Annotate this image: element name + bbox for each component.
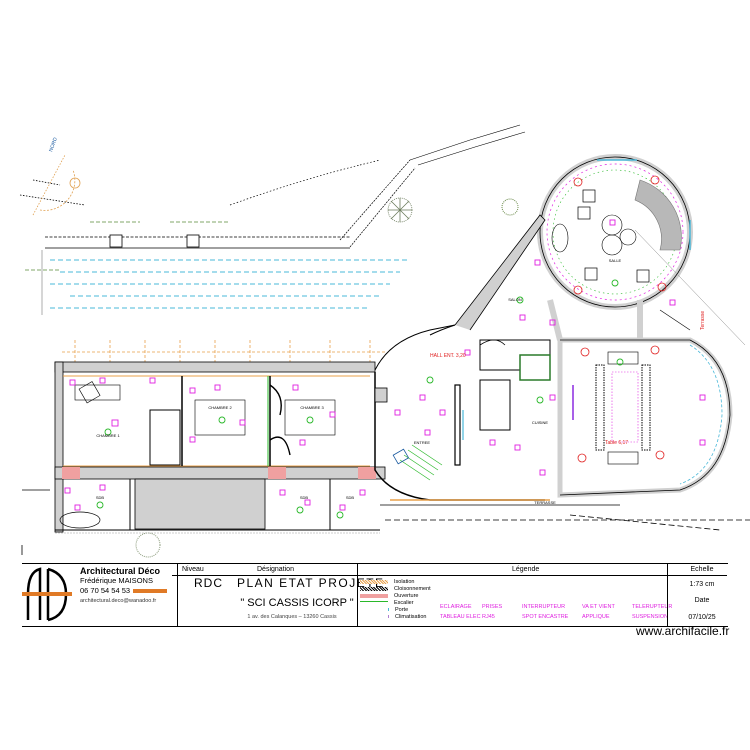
center-entry (374, 324, 750, 531)
room-label-salle: SALLE (608, 258, 622, 263)
room-label-entree: ENTREE (413, 440, 431, 445)
annotation-terrasse: Terrasse (700, 310, 706, 330)
designation-header: Désignation (257, 566, 294, 573)
legend-suspension: SUSPENSION (632, 614, 669, 620)
date-label: Date (694, 597, 710, 604)
water-area (50, 259, 410, 309)
legend-porte: Porte (360, 607, 408, 614)
designation-value: PLAN ETAT PROJETE (237, 576, 385, 590)
legend-climatisation: Climatisation (360, 614, 426, 621)
legend-telerupteur: TELERUPTEUR (632, 604, 673, 610)
climatisation-symbols (96, 279, 624, 519)
watermark: www.archifacile.fr (636, 624, 730, 638)
legend-interrupteur: INTERRUPTEUR (522, 604, 566, 610)
legend-tableau-elec: TABLEAU ELEC (440, 614, 481, 620)
room-label-terrasse: TERRASSE (534, 500, 556, 505)
legend-escalier: Escalier (360, 600, 414, 607)
firm-email: architectural.deco@wanadoo.fr (80, 598, 157, 604)
firm-logo (22, 564, 117, 626)
client-name: " SCI CASSIS ICORP " (240, 597, 354, 609)
palm-tree-icon (387, 197, 413, 223)
quay-edge (25, 221, 350, 271)
compass-icon: NORD (19, 136, 86, 216)
tree-icon (501, 198, 519, 216)
room-label-chambre-3: CHAMBRE 3 (300, 405, 324, 410)
legend-va-et-vient: VA ET VIENT (582, 604, 615, 610)
svg-text:NORD: NORD (48, 136, 59, 152)
room-label-sdb-3: SDB (345, 495, 355, 500)
project-address: 1 av. des Calanques – 13260 Cassis (247, 614, 337, 620)
title-block: Architectural Déco Frédérique MAISONS 06… (22, 563, 728, 627)
room-label-cuisine: CUISINE (531, 420, 549, 425)
annotation-hall: HALL ENT. 3,20 (430, 353, 466, 359)
echelle-header: Echelle (690, 566, 714, 573)
niveau-value: RDC (194, 576, 223, 590)
shrub-icon (135, 532, 161, 558)
firm-contact: Frédérique MAISONS (80, 576, 153, 585)
electric-symbols (64, 219, 706, 511)
room-label-salon: SALON (508, 297, 522, 302)
annotation-table: Table 6,17 (605, 440, 629, 446)
legend-rj45: RJ45 (482, 614, 495, 620)
room-label-sdb-2: SDB (299, 495, 309, 500)
scale-value: 1:73 cm (689, 581, 715, 588)
room-label-sdb-1: SDB (95, 495, 105, 500)
left-wing (54, 361, 386, 534)
legend-prises: PRISES (482, 604, 503, 610)
niveau-header: Niveau (182, 566, 204, 573)
firm-phone: 06 70 54 54 53 (80, 586, 131, 595)
room-label-chambre-2: CHAMBRE 2 (208, 405, 232, 410)
legend-applique: APPLIQUE (582, 614, 610, 620)
firm-info: Architectural Déco Frédérique MAISONS 06… (80, 566, 200, 606)
legend-isolation: Isolation (360, 579, 415, 586)
legend-ouverture: Ouverture (360, 593, 418, 600)
legend-spot-encastre: SPOT ENCASTRE (522, 614, 569, 620)
dining-hall (557, 337, 733, 498)
date-value: 07/10/25 (688, 614, 716, 621)
legend-cloisonnement: Cloisonnement (360, 586, 431, 593)
ad-logo-icon (22, 567, 72, 622)
legende-header: Légende (512, 566, 540, 573)
firm-name: Architectural Déco (80, 566, 161, 576)
legend-eclairage: ECLAIRAGE (440, 604, 472, 610)
rotunda (537, 154, 693, 310)
room-label-chambre-1: CHAMBRE 1 (96, 433, 120, 438)
